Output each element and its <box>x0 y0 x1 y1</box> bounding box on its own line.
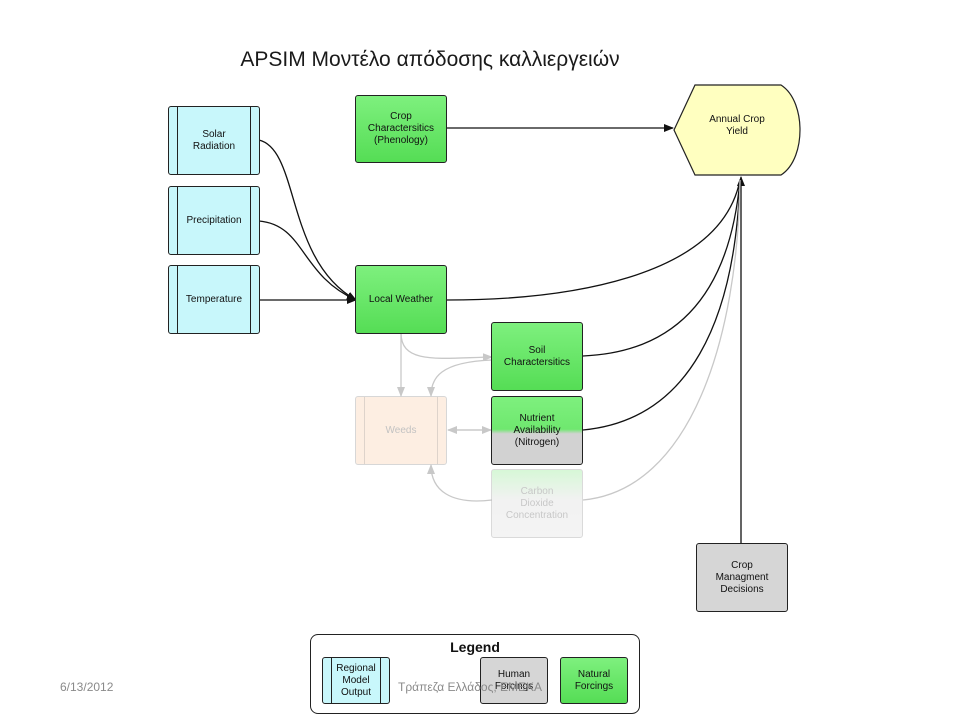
legend-regional-output: Regional Model Output <box>322 657 390 704</box>
node-precipitation-label: Precipitation <box>186 214 242 226</box>
node-weeds: Weeds <box>355 396 447 465</box>
node-soil-characteristics: Soil Charactersitics <box>491 322 583 391</box>
arrow-weather-to-soil <box>400 332 493 362</box>
arrow-soil-to-weeds <box>427 359 493 397</box>
footer-org: Τράπεζα Ελλάδος, ΕΜΕΚΑ <box>398 680 543 694</box>
arrow-weather-to-yield <box>446 179 741 301</box>
arrow-nutrient-to-yield <box>582 179 741 431</box>
arrow-solar-to-weather <box>258 139 357 301</box>
node-nutrient-availability-label: Nutrient Availability (Nitrogen) <box>513 412 561 448</box>
node-annual-crop-yield: Annual Crop Yield <box>673 84 801 176</box>
arrow-carbon-to-weeds <box>427 464 493 502</box>
node-solar-radiation: Solar Radiation <box>168 106 260 175</box>
legend-regional-label: Regional Model Output <box>336 662 376 698</box>
arrow-soil-to-yield <box>582 179 741 357</box>
node-temperature-label: Temperature <box>185 293 243 305</box>
node-weeds-label: Weeds <box>385 424 417 436</box>
yield-shape <box>673 84 801 176</box>
legend-human-label: Human Forcings <box>494 668 534 692</box>
node-solar-radiation-label: Solar Radiation <box>192 128 236 152</box>
node-crop-characteristics-label: Crop Charactersitics (Phenology) <box>367 111 435 146</box>
legend-natural-forcings: Natural Forcings <box>560 657 628 704</box>
node-carbon-dioxide-label: Carbon Dioxide Concentration <box>505 485 569 521</box>
node-local-weather-label: Local Weather <box>368 293 434 305</box>
node-nutrient-availability: Nutrient Availability (Nitrogen) <box>491 396 583 465</box>
legend-human-forcings: Human Forcings <box>480 657 548 704</box>
node-local-weather: Local Weather <box>355 265 447 334</box>
arrow-precip-to-weather <box>258 220 357 301</box>
node-crop-management: Crop Managment Decisions <box>696 543 788 612</box>
legend-natural-label: Natural Forcings <box>574 668 614 692</box>
node-soil-characteristics-label: Soil Charactersitics <box>503 344 571 368</box>
node-crop-characteristics: Crop Charactersitics (Phenology) <box>355 95 447 163</box>
node-precipitation: Precipitation <box>168 186 260 255</box>
node-carbon-dioxide: Carbon Dioxide Concentration <box>491 469 583 538</box>
diagram-title: APSIM Μοντέλο απόδοσης καλλιεργειών <box>240 48 620 71</box>
node-annual-crop-yield-label: Annual Crop Yield <box>709 114 765 137</box>
footer-date: 6/13/2012 <box>60 680 114 694</box>
node-temperature: Temperature <box>168 265 260 334</box>
legend: Legend Regional Model Output Human Forci… <box>310 634 640 714</box>
arrow-carbon-to-yield <box>582 179 741 501</box>
legend-title: Legend <box>450 639 500 655</box>
node-crop-management-label: Crop Managment Decisions <box>715 559 769 595</box>
